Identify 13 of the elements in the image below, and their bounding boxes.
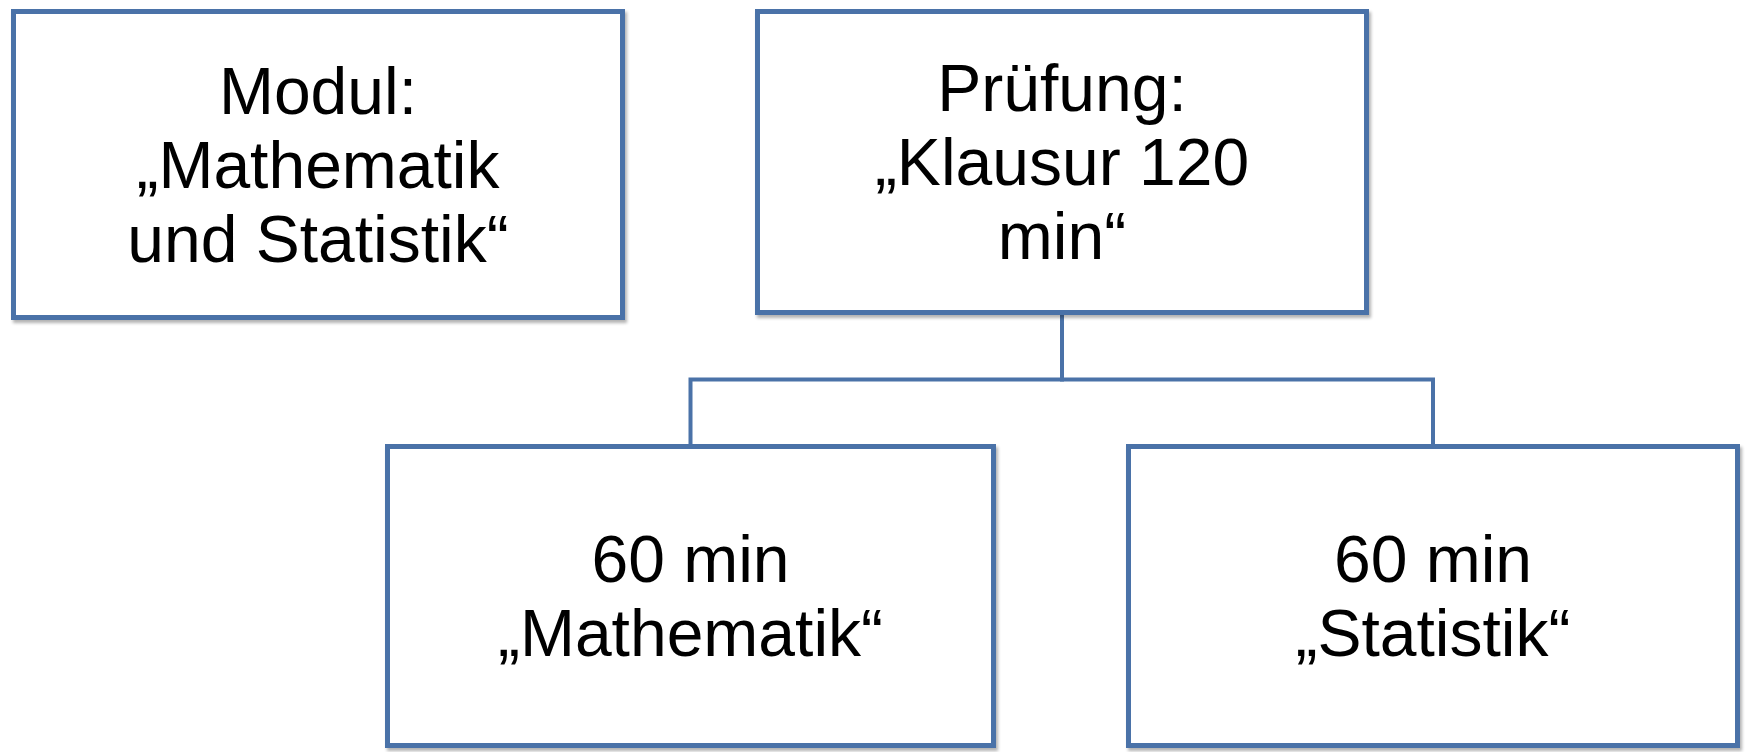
box-text: „Klausur 120 min“ xyxy=(873,125,1251,273)
process-box xyxy=(11,9,625,320)
box-text: Modul: xyxy=(218,53,418,128)
box-text: „Mathematik und Statistik“ xyxy=(126,127,510,276)
process-box xyxy=(1126,444,1740,748)
box-text: „Mathematik“ xyxy=(497,596,884,670)
process-box xyxy=(385,444,996,748)
box-text: 60 min xyxy=(591,522,790,596)
connector-line xyxy=(1060,315,1435,444)
box-text: Prüfung: xyxy=(937,51,1187,125)
box-text: „Statistik“ xyxy=(1295,596,1571,670)
process-box xyxy=(755,9,1369,315)
box-text: 60 min xyxy=(1333,522,1533,596)
